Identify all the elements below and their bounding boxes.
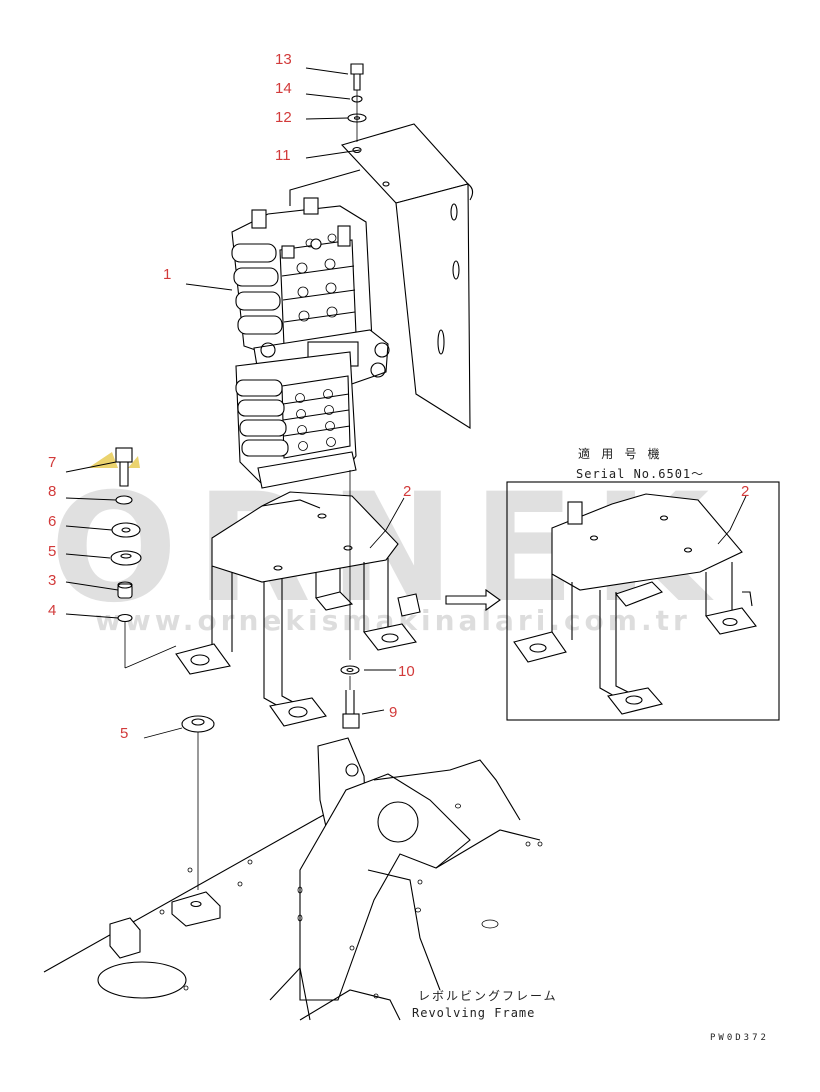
callouts: 13 14 12 11 1 7 8 6 5 3 4 2 10 9 5 2 [48, 51, 749, 742]
callout-3: 3 [48, 572, 56, 589]
bolt-13 [350, 63, 364, 91]
inset-serial-6501: 適 用 号 機 Serial No.6501～ [506, 446, 780, 721]
valve-bracket-2 [175, 491, 421, 727]
callout-12: 12 [275, 109, 292, 126]
assembly-lines [124, 90, 358, 890]
callout-9: 9 [389, 704, 397, 721]
callout-1: 1 [163, 266, 171, 283]
collar-3 [117, 581, 133, 599]
inset-frame [506, 481, 780, 721]
callout-8: 8 [48, 483, 56, 500]
callout-5-lower: 5 [120, 725, 128, 742]
washer-4 [117, 613, 133, 623]
direction-arrow [445, 588, 501, 612]
bolt-7 [115, 447, 133, 487]
inset-label-jp: 適 用 号 機 [578, 446, 662, 461]
callout-13: 13 [275, 51, 292, 68]
bolt-9 [342, 690, 360, 729]
callout-5-upper: 5 [48, 543, 56, 560]
callout-6: 6 [48, 513, 56, 530]
callout-11: 11 [275, 147, 291, 164]
drawing-code: PW0D372 [710, 1033, 769, 1043]
frame-label-jp: レボルビングフレーム [418, 989, 558, 1003]
leader-lines [65, 67, 747, 739]
frame-label-en: Revolving Frame [412, 1006, 535, 1020]
cushion-5-upper [110, 550, 142, 566]
mounting-bracket-11 [289, 123, 474, 430]
callout-2-inset: 2 [741, 483, 749, 500]
watermark-logo-mark [88, 452, 140, 468]
washer-8 [115, 495, 133, 505]
washer-10 [340, 665, 360, 675]
spacer-6 [111, 522, 141, 538]
control-valve-1 [231, 197, 390, 489]
callout-7: 7 [48, 454, 56, 471]
inset-label-en: Serial No.6501～ [576, 467, 704, 481]
callout-4: 4 [48, 602, 56, 619]
callout-10: 10 [398, 663, 415, 680]
revolving-frame [43, 737, 543, 1021]
cushion-5-lower [181, 715, 215, 733]
callout-2: 2 [403, 483, 411, 500]
callout-14: 14 [275, 80, 292, 97]
